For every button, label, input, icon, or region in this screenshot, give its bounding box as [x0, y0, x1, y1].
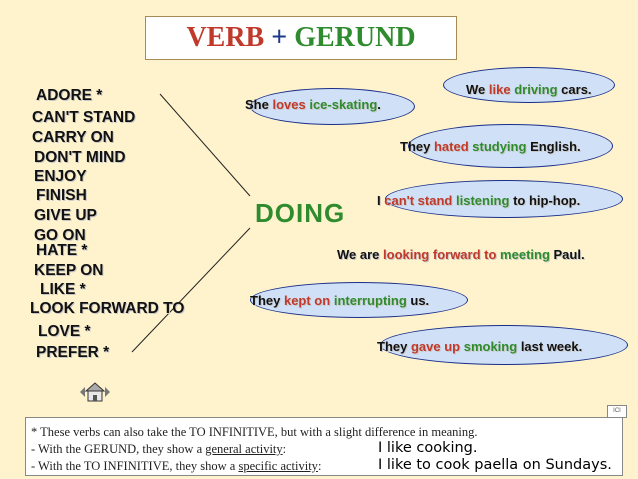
verb-item: GIVE UP: [34, 207, 97, 224]
sentence-gerund: interrupting: [333, 293, 407, 308]
verb-item: CARRY ON: [32, 129, 114, 146]
sentence-verb: can't stand: [384, 193, 453, 208]
sentence-rest: us.: [410, 293, 430, 308]
sentence-subject: They: [250, 293, 281, 308]
note-box: * These verbs can also take the TO INFIN…: [25, 417, 623, 476]
sentence-bubble: [385, 180, 623, 218]
sentence-rest: Paul.: [553, 247, 585, 262]
sentence-bubble: [443, 67, 615, 103]
verb-item: KEEP ON: [34, 262, 104, 279]
center-doing: DOING: [255, 198, 346, 228]
verb-item: LOVE *: [38, 323, 91, 340]
note-text: - With the GERUND, they show a: [31, 442, 206, 456]
verb-item: HATE *: [36, 242, 88, 259]
sentence: They hated studying English.: [400, 139, 581, 154]
sentence: We are looking forward to meeting Paul.: [337, 247, 585, 262]
sentence-gerund: studying: [472, 139, 527, 154]
sentence-verb: hated: [433, 139, 469, 154]
note-underlined: specific activity: [238, 459, 318, 473]
sentence-subject: She: [245, 97, 269, 112]
verb-item: LIKE *: [40, 281, 86, 298]
sentence-verb: loves: [272, 97, 306, 112]
sentence-verb: kept on: [283, 293, 331, 308]
verb-item: DON'T MIND: [34, 149, 126, 166]
sentence-gerund: meeting: [500, 247, 550, 262]
sentence-gerund: smoking: [463, 339, 518, 354]
sentence: They gave up smoking last week.: [377, 339, 582, 354]
sentence-rest: .: [377, 97, 381, 112]
title-verb: VERB: [186, 22, 265, 53]
verb-item: PREFER *: [36, 344, 110, 361]
home-icon[interactable]: [78, 381, 112, 403]
sentence-gerund: ice-skating: [309, 97, 378, 112]
sentence-rest: English.: [530, 139, 581, 154]
verb-item: LOOK FORWARD TO: [30, 300, 185, 317]
note-line-3: - With the TO INFINITIVE, they show a sp…: [31, 459, 321, 474]
note-text: :: [282, 442, 287, 456]
sentence-gerund: driving: [514, 82, 558, 97]
sentence-subject: We are: [337, 247, 380, 262]
sentence: She loves ice-skating.: [245, 97, 381, 112]
note-text: - With the TO INFINITIVE, they show a: [31, 459, 239, 473]
sentence-rest: last week.: [520, 339, 583, 354]
verb-item: ENJOY: [34, 168, 87, 185]
note-example-2: I like to cook paella on Sundays.: [378, 457, 612, 473]
sentence-bubble: [250, 88, 415, 125]
note-underlined: general activity: [205, 442, 283, 456]
sentence-bubble: [250, 282, 468, 318]
title-box: VERB + GERUND: [145, 16, 457, 60]
verb-item: GO ON: [34, 227, 86, 244]
sentence-subject: I: [377, 193, 381, 208]
title-gerund: GERUND: [294, 22, 416, 53]
sentence: We like driving cars.: [466, 82, 592, 97]
sentence-rest: to hip-hop.: [513, 193, 581, 208]
sentence-subject: They: [400, 139, 431, 154]
note-line-2: - With the GERUND, they show a general a…: [31, 442, 286, 457]
note-example-1: I like cooking.: [378, 440, 478, 456]
sentence-subject: They: [377, 339, 408, 354]
note-text: :: [317, 459, 322, 473]
sentence-bubble: [380, 325, 628, 365]
sentence: They kept on interrupting us.: [250, 293, 429, 308]
sentence-rest: cars.: [561, 82, 592, 97]
verb-item: FINISH: [36, 187, 87, 204]
note-line-1: * These verbs can also take the TO INFIN…: [31, 425, 478, 439]
sentence-verb: looking forward to: [383, 247, 497, 262]
title-plus: +: [271, 22, 288, 53]
verb-item: CAN'T STAND: [32, 109, 136, 126]
verb-item: ADORE *: [36, 87, 103, 104]
sentence-verb: gave up: [410, 339, 461, 354]
sentence-bubble: [408, 124, 613, 168]
sentence-subject: We: [466, 82, 486, 97]
sentence-verb: like: [488, 82, 511, 97]
sentence-gerund: listening: [455, 193, 510, 208]
sentence: I can't stand listening to hip-hop.: [377, 193, 580, 208]
